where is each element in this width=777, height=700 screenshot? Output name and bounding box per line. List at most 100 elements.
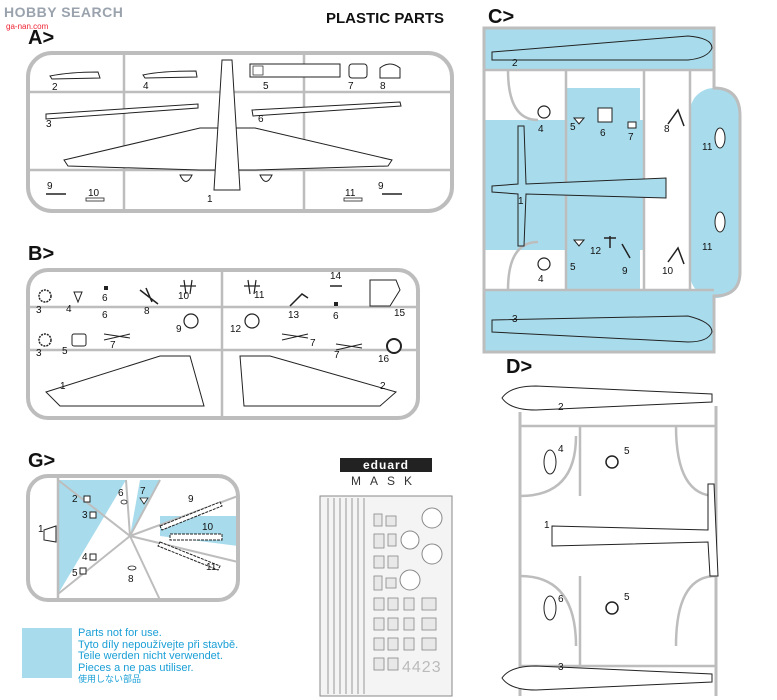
part-g10-strip xyxy=(169,533,223,541)
part-b2-wing xyxy=(239,355,398,407)
part-b5 xyxy=(71,333,87,347)
part-label: 15 xyxy=(394,308,406,319)
part-d4-canopy xyxy=(543,449,557,475)
sprue-d: 2 4 5 1 6 5 3 xyxy=(501,385,719,696)
part-g11-strip xyxy=(157,541,221,571)
part-label: 3 xyxy=(82,510,88,521)
section-b-label: B> xyxy=(28,243,55,265)
part-a2 xyxy=(49,71,101,80)
legend-line: 使用しない部品 xyxy=(78,674,142,685)
sprue-g-labels: 2 6 7 3 9 1 10 4 5 8 11 xyxy=(38,486,217,585)
section-d-label: D> xyxy=(506,356,533,378)
part-label: 7 xyxy=(334,350,340,361)
part-b3b-gear xyxy=(38,333,52,347)
part-d3-fuselage-half xyxy=(501,665,713,691)
part-b10 xyxy=(180,279,196,295)
part-label: 10 xyxy=(202,522,214,533)
part-label: 3 xyxy=(46,119,52,130)
mask-brand: eduard xyxy=(340,458,432,472)
part-label: 3 xyxy=(558,662,564,673)
part-label: 7 xyxy=(110,340,116,351)
part-label: 6 xyxy=(258,114,264,125)
part-d2-fuselage-half xyxy=(501,385,713,411)
watermark-logo: HOBBY SEARCH xyxy=(4,4,123,22)
part-c6 xyxy=(597,107,613,123)
part-a4 xyxy=(142,70,198,79)
section-g-label: G> xyxy=(28,450,56,472)
part-a7 xyxy=(348,63,368,79)
part-label: 3 xyxy=(512,314,518,325)
section-c-label: C> xyxy=(488,6,515,28)
part-b1-wing xyxy=(45,355,205,407)
part-g6 xyxy=(120,499,128,505)
part-label: 12 xyxy=(230,324,242,335)
part-label: 10 xyxy=(662,266,674,277)
part-label: 6 xyxy=(600,128,606,139)
part-label: 1 xyxy=(60,381,66,392)
part-label: 7 xyxy=(628,132,634,143)
part-g1 xyxy=(43,525,57,543)
part-a3 xyxy=(45,103,199,120)
part-b7c xyxy=(335,343,363,351)
watermark-url: ga-nan.com xyxy=(6,22,49,31)
legend-line: Tyto díly nepoužívejte při stavbě. xyxy=(78,638,239,651)
section-a-label: A> xyxy=(28,27,55,49)
part-label: 8 xyxy=(380,81,386,92)
part-g2 xyxy=(83,495,91,503)
part-a6 xyxy=(251,101,402,117)
sprue-a: 2 4 5 7 8 3 6 9 10 1 11 9 xyxy=(26,51,454,213)
part-label: 8 xyxy=(664,124,670,135)
part-label: 5 xyxy=(72,568,78,579)
part-a11 xyxy=(343,197,363,202)
part-label: 4 xyxy=(538,274,544,285)
mask-brand-text: eduard xyxy=(362,458,409,472)
part-label: 4 xyxy=(66,304,72,315)
watermark-brand: HOBBY SEARCH xyxy=(4,4,124,20)
part-label: 5 xyxy=(570,122,576,133)
part-label: 1 xyxy=(518,196,524,207)
part-label: 5 xyxy=(570,262,576,273)
part-d6-canopy xyxy=(543,595,557,621)
part-d1-fuselage xyxy=(551,483,719,577)
sprue-c: 2 4 5 6 7 8 11 1 5 12 9 10 4 11 3 xyxy=(482,26,742,354)
part-b7a xyxy=(103,333,131,341)
part-c11b-canopy xyxy=(714,211,726,233)
part-b8 xyxy=(139,287,159,305)
part-c8 xyxy=(667,108,685,127)
part-a5 xyxy=(249,63,341,78)
part-label: 8 xyxy=(144,306,150,317)
part-label: 12 xyxy=(590,246,602,257)
page-title: PLASTIC PARTS xyxy=(326,10,445,27)
part-b12 xyxy=(244,313,260,329)
part-g4 xyxy=(89,553,97,561)
part-label: 4 xyxy=(538,124,544,135)
part-d5a-wheel xyxy=(605,455,619,469)
part-label: 6 xyxy=(118,488,124,499)
part-g9-strip xyxy=(159,501,223,531)
part-label: 11 xyxy=(345,188,356,199)
part-c5a xyxy=(572,117,586,125)
part-label: 7 xyxy=(310,338,316,349)
part-g3 xyxy=(89,511,97,519)
part-label: 5 xyxy=(62,346,68,357)
part-label: 9 xyxy=(622,266,628,277)
part-a1-wing xyxy=(63,59,393,191)
part-label: 4 xyxy=(143,81,149,92)
part-label: 3 xyxy=(36,348,42,359)
part-g5 xyxy=(79,567,87,575)
part-label: 11 xyxy=(206,562,217,573)
part-b15 xyxy=(369,279,401,307)
part-label: 9 xyxy=(378,181,384,192)
part-label: 14 xyxy=(330,271,342,282)
part-g7 xyxy=(139,497,149,505)
part-label: 7 xyxy=(348,81,354,92)
part-label: 6 xyxy=(333,311,339,322)
part-label: 5 xyxy=(263,81,269,92)
part-label: 4 xyxy=(558,444,564,455)
part-c4b xyxy=(537,257,551,271)
legend-text: Parts not for use. Tyto díly nepoužívejt… xyxy=(78,627,239,686)
part-a8 xyxy=(379,63,401,79)
part-label: 10 xyxy=(178,291,190,302)
part-label: 6 xyxy=(102,310,108,321)
part-label: 2 xyxy=(52,82,58,93)
